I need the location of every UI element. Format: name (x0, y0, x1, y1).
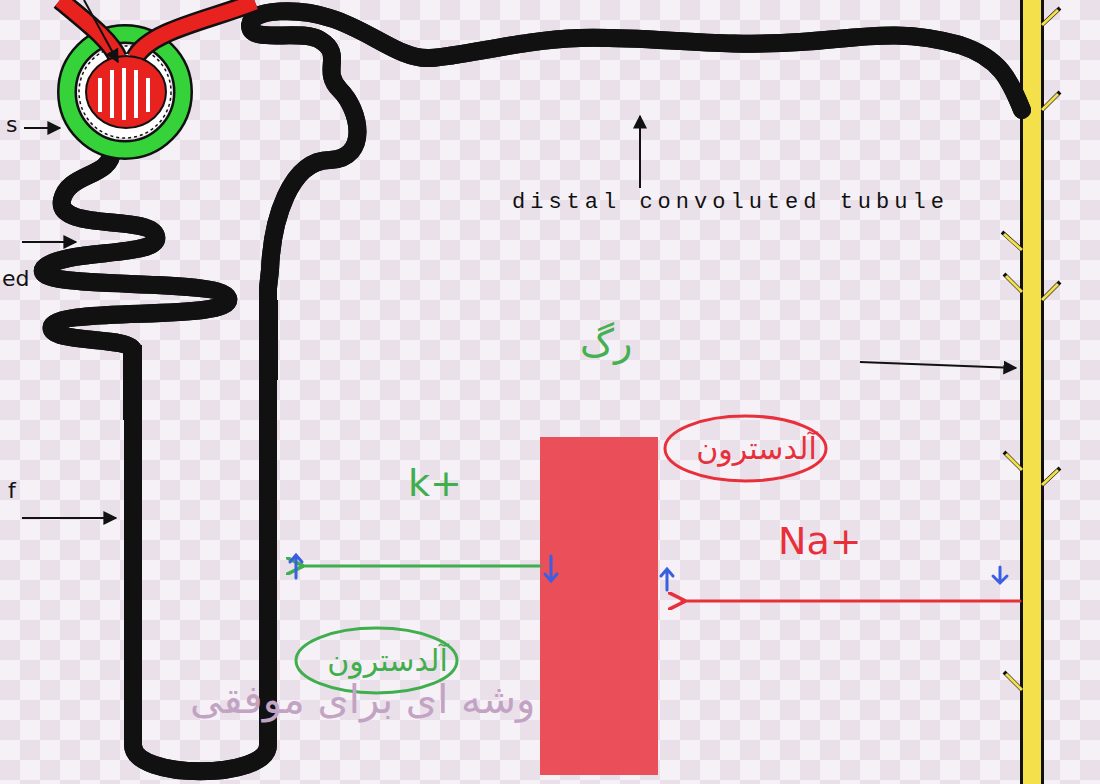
hormone-ellipse: آلدسترون (663, 414, 828, 483)
distal-tubule (250, 11, 1022, 288)
watermark: وشه ای برای موفقی (190, 676, 535, 722)
part-label: distal convoluted tubule (512, 190, 949, 215)
part-label: f (8, 478, 16, 503)
glomerulus (60, 0, 255, 128)
proximal-tubule (43, 150, 228, 350)
hormone-name: آلدسترون (316, 643, 459, 678)
hormone-name: آلدسترون (685, 431, 828, 466)
leader-lines (22, 0, 1016, 518)
part-label: s (6, 112, 17, 137)
collecting-duct (1002, 0, 1060, 784)
annotation: رگ (580, 322, 632, 366)
ion-label: k+ (408, 462, 462, 506)
ion-label: Na+ (778, 520, 862, 564)
transport-arrows (290, 555, 1020, 601)
vessel-block (540, 437, 658, 775)
part-label: ed (2, 266, 30, 291)
